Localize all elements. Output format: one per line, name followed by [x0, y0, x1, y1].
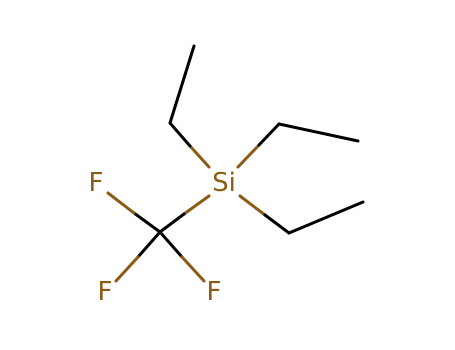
- bond-si-cf3: [182, 194, 211, 216]
- ethyl-group-lower: [238, 194, 365, 235]
- bond-c-f2: [114, 255, 140, 283]
- ethyl-group-upper: [168, 44, 211, 169]
- bond-c-f1-carbon-half: [132, 211, 162, 234]
- bond-c-c: [287, 200, 365, 235]
- bond-si-c-carbon-half: [263, 213, 291, 235]
- atom-label-silicon: Si: [212, 168, 236, 198]
- atom-label-fluorine-2: F: [98, 277, 113, 307]
- bond-si-c-carbon-half: [257, 122, 281, 147]
- atom-label-fluorine-1: F: [89, 168, 104, 198]
- atom-label-fluorine-3: F: [207, 277, 222, 307]
- bond-c-f3-carbon-half: [158, 230, 184, 259]
- bond-c-f2-carbon-half: [136, 230, 162, 259]
- bond-c-c: [168, 44, 196, 125]
- bond-si-c-carbon-half: [168, 121, 192, 148]
- bond-c-f3: [180, 255, 206, 283]
- bond-c-f1: [106, 191, 136, 215]
- bond-si-c: [188, 144, 211, 169]
- bond-si-c: [238, 194, 267, 217]
- bond-si-cf3-carbon-half: [158, 212, 186, 234]
- bond-c-c: [277, 122, 360, 143]
- trifluoromethyl-group: [106, 191, 211, 283]
- ethyl-group-right: [236, 122, 360, 169]
- bond-si-c: [236, 143, 261, 169]
